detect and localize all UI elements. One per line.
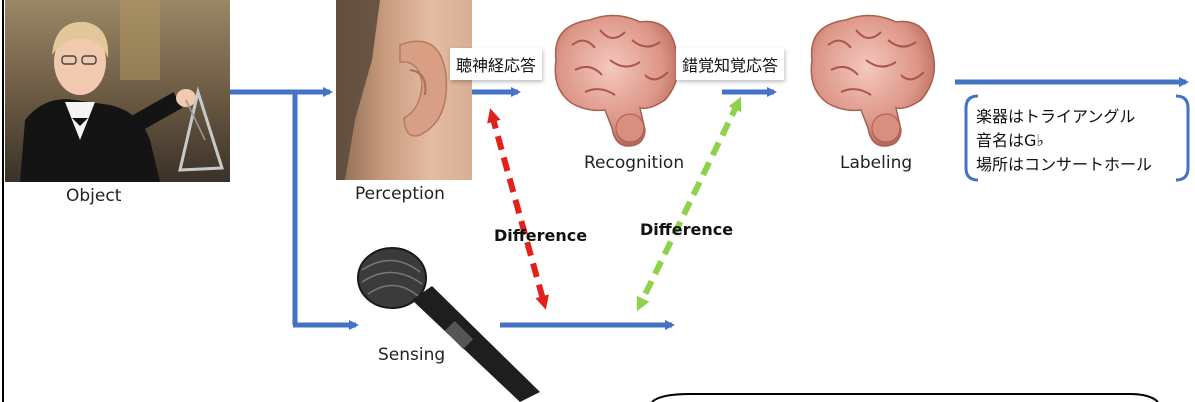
result-bracket-right <box>1176 96 1188 180</box>
auditory-nerve-response-tag: 聴神経応答 <box>450 48 542 80</box>
result-line-pitch: 音名はG♭ <box>976 127 1044 151</box>
illusion-perception-response-tag: 錯覚知覚応答 <box>676 48 784 80</box>
bottom-box-outline <box>652 394 1158 402</box>
object-photo-icon <box>5 0 230 182</box>
difference-green-arrow <box>640 103 738 305</box>
labeling-label: Labeling <box>840 153 912 173</box>
recognition-label: Recognition <box>584 153 684 173</box>
object-label: Object <box>66 186 121 206</box>
difference-red-arrow <box>492 115 544 303</box>
difference-label-right: Difference <box>640 220 733 239</box>
difference-label-left: Difference <box>494 226 587 245</box>
sensing-label: Sensing <box>378 345 445 365</box>
result-line-instrument: 楽器はトライアングル <box>976 103 1135 127</box>
ear-photo-icon <box>336 0 472 180</box>
perception-label: Perception <box>355 184 445 204</box>
recognition-brain-icon <box>555 15 678 146</box>
labeling-brain-icon <box>811 15 934 146</box>
result-line-location: 場所はコンサートホール <box>976 151 1152 175</box>
